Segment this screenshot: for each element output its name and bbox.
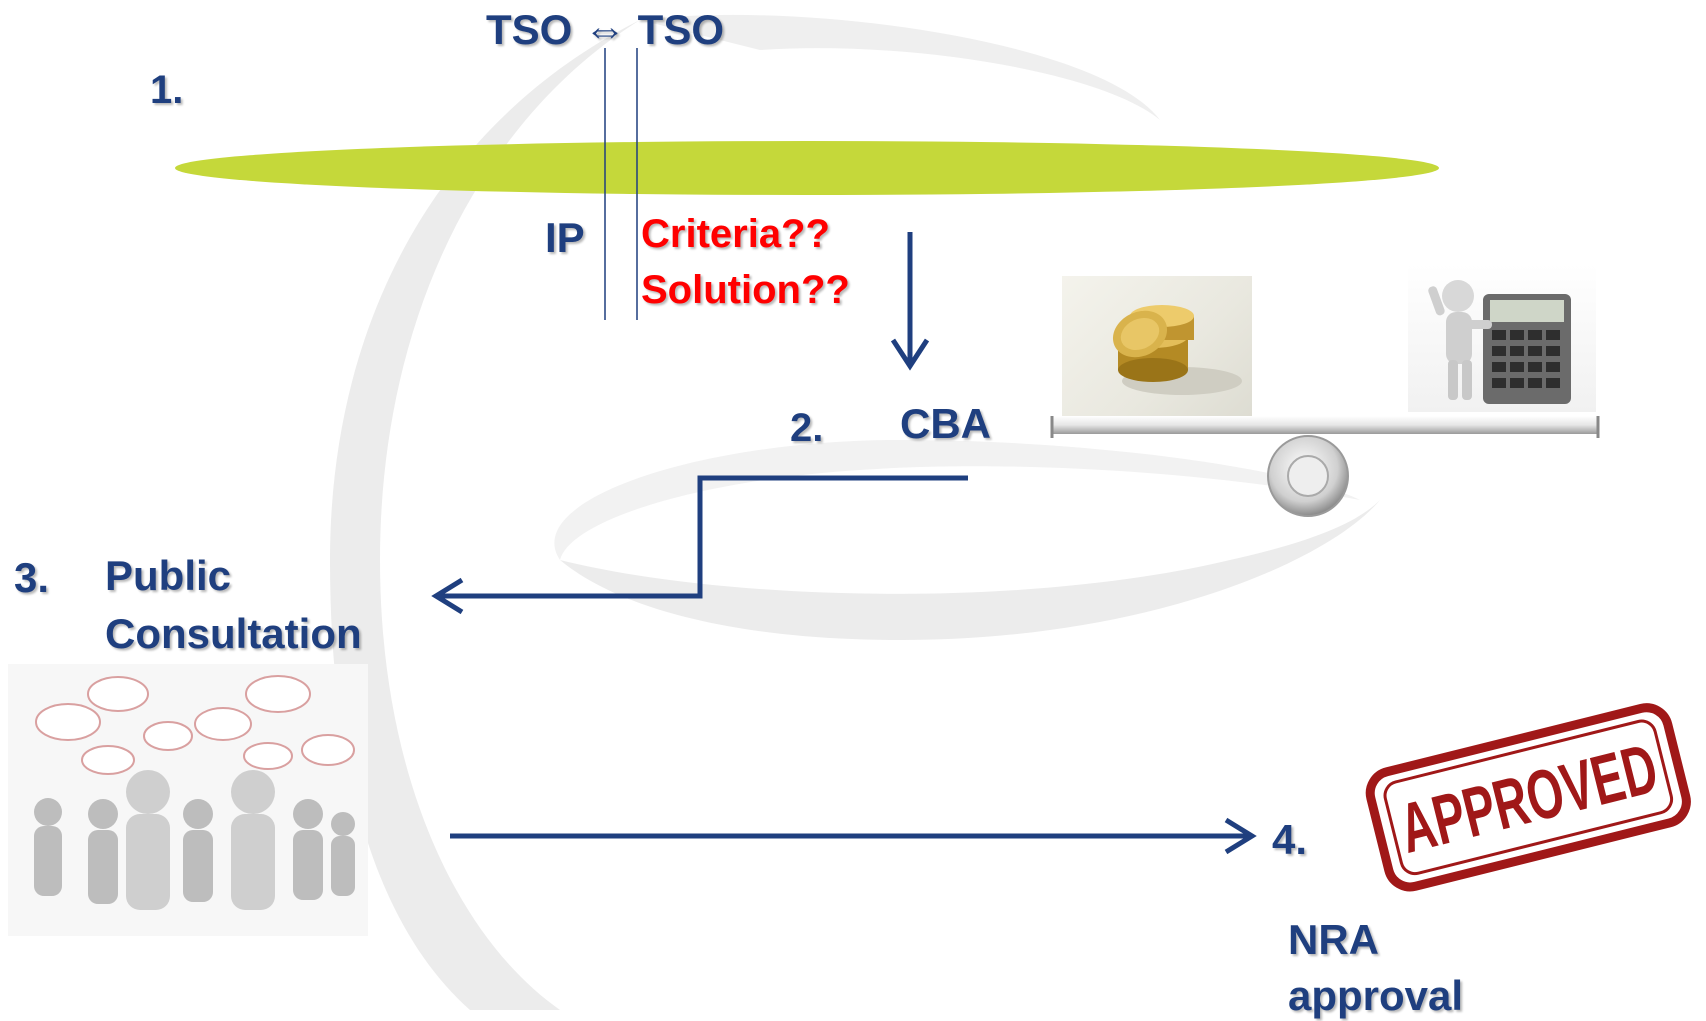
step-3-number: 3. [14, 554, 50, 601]
elbow-arrow-head [431, 577, 464, 615]
calculator-person-image [1408, 264, 1596, 412]
crowd-speech-image [8, 664, 368, 936]
criteria-label: Criteria?? [641, 212, 830, 256]
nra-label: NRA [1288, 916, 1379, 963]
elbow-arrow [440, 475, 968, 599]
ip-bar [175, 141, 1439, 195]
solution-label: Solution?? [641, 268, 850, 312]
approved-stamp: APPROVED [1360, 700, 1700, 900]
approval-arrow-head [1224, 817, 1257, 855]
coins-image [1062, 276, 1252, 418]
step-4-number: 4. [1272, 816, 1308, 863]
step-1-number: 1. [150, 68, 184, 112]
balance-scale [1050, 414, 1600, 524]
step-2-number: 2. [790, 406, 824, 450]
public-label: Public [105, 552, 232, 599]
ip-label: IP [545, 214, 585, 261]
tso-title: TSO ⇔ TSO [486, 6, 725, 53]
cba-label: CBA [900, 400, 991, 447]
consultation-label: Consultation [105, 610, 362, 657]
approval-label: approval [1288, 972, 1464, 1019]
down-arrow-head [890, 338, 930, 371]
